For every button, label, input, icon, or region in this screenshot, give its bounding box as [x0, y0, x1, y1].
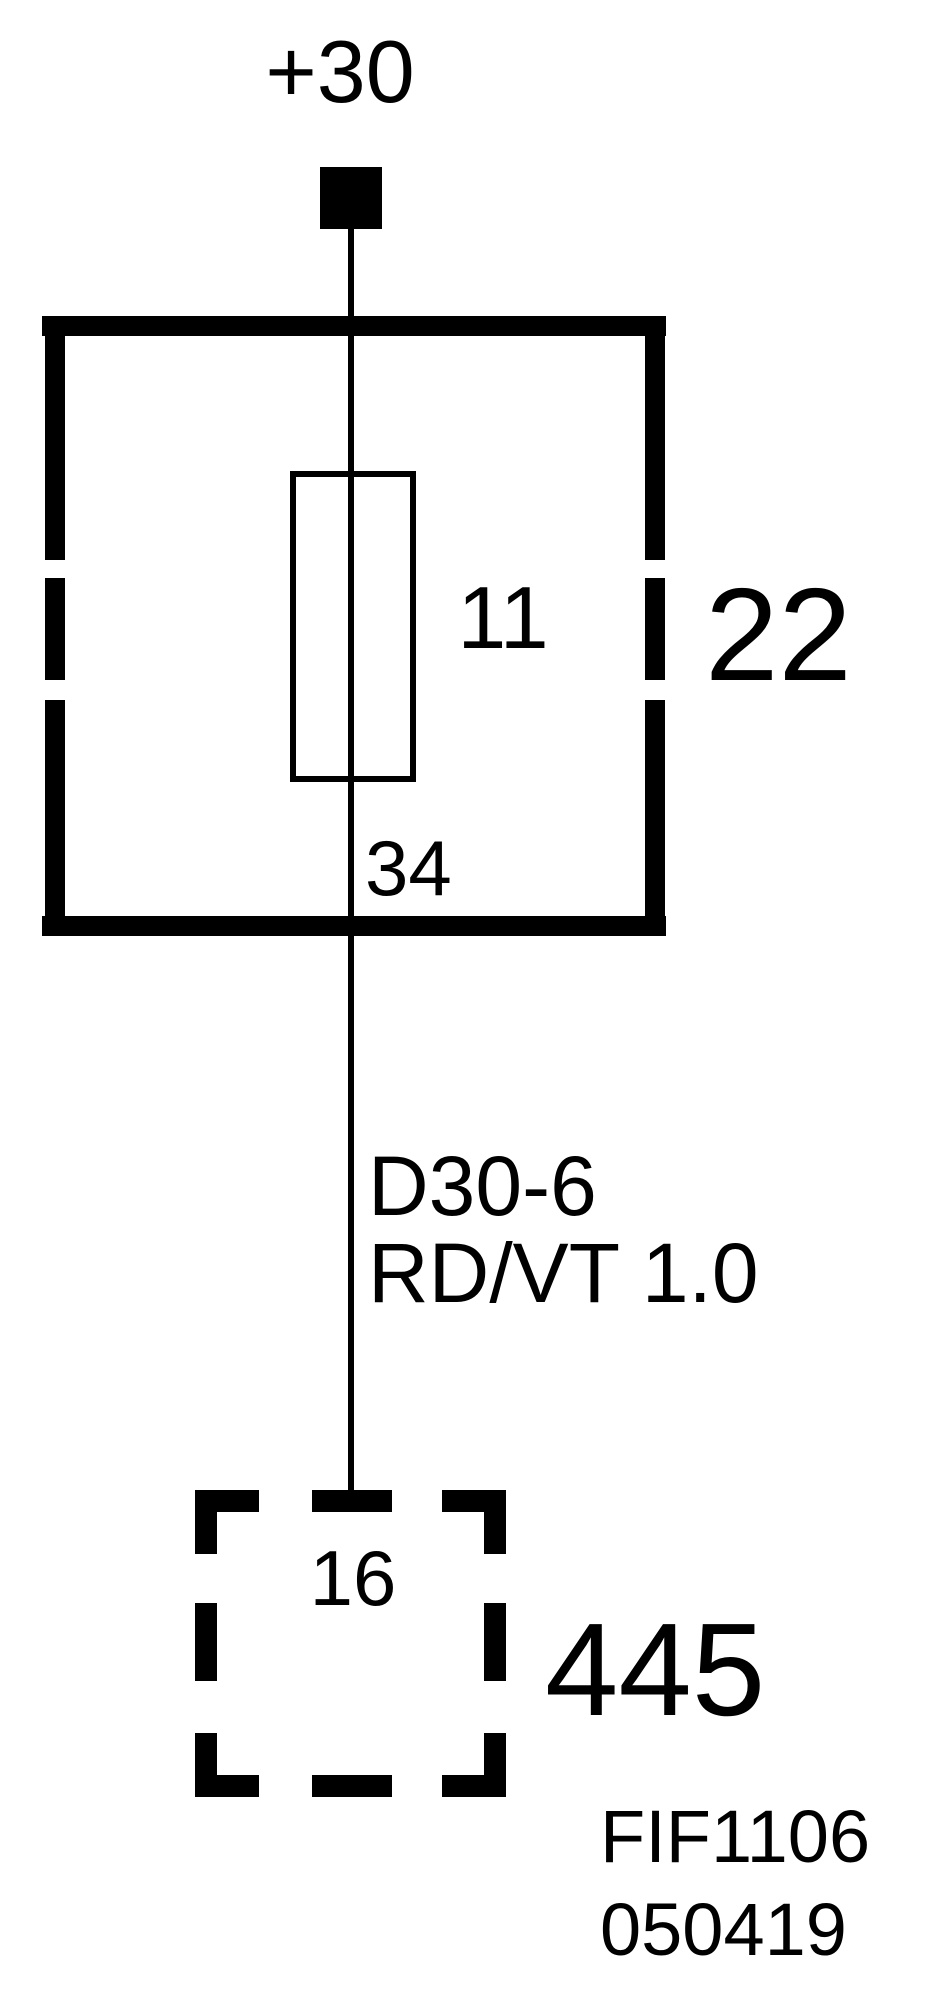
wire-spec-label: RD/VT 1.0 — [368, 1226, 759, 1320]
supply-label: +30 — [265, 22, 414, 121]
connector-corner-top-right-v — [484, 1490, 506, 1554]
connector-bottom-dash — [312, 1775, 392, 1797]
drawing-date-label: 050419 — [600, 1888, 847, 1971]
connector-left-dash — [195, 1603, 217, 1681]
fuse-output-pin-label: 34 — [365, 824, 452, 912]
connector-corner-bottom-left-v — [195, 1733, 217, 1797]
connector-number-label: 445 — [545, 1596, 765, 1743]
connector-pin-label: 16 — [310, 1534, 397, 1622]
fuse-number-label: 11 — [457, 568, 548, 667]
connector-box — [195, 1490, 506, 1797]
connector-top-dash — [312, 1490, 392, 1512]
fuse-element — [290, 471, 416, 782]
connector-corner-top-left-v — [195, 1490, 217, 1554]
supply-terminal — [320, 167, 382, 229]
drawing-id-label: FIF1106 — [600, 1795, 870, 1878]
wire-code-label: D30-6 — [368, 1139, 597, 1233]
fuse-box — [42, 316, 666, 936]
connector-right-dash — [484, 1603, 506, 1681]
fuse-box-number-label: 22 — [705, 561, 852, 708]
connector-corner-bottom-right-v — [484, 1733, 506, 1797]
